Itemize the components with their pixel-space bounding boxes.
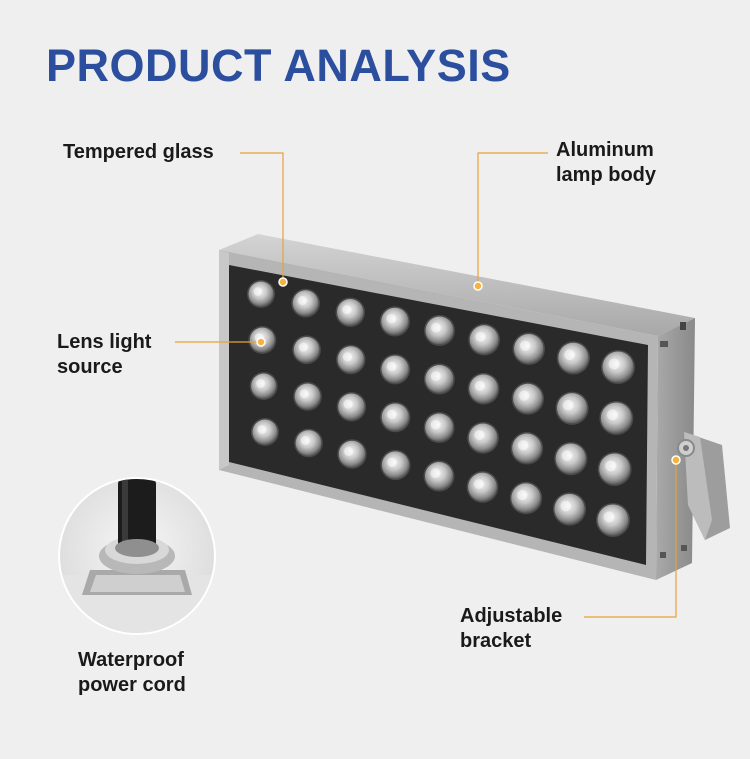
led-highlight [253, 287, 263, 296]
led-highlight [343, 399, 353, 409]
led-highlight [297, 296, 307, 306]
led-highlight [603, 511, 615, 523]
led-highlight [298, 342, 308, 352]
led-highlight [560, 500, 572, 512]
led-highlight [607, 409, 618, 421]
led-highlight [430, 419, 441, 430]
led-highlight [475, 331, 486, 342]
led-highlight [561, 450, 573, 461]
label-aluminum-lamp-body: Aluminum lamp body [556, 139, 657, 186]
led-highlight [342, 352, 353, 362]
led-highlight [431, 322, 441, 333]
led-highlight [386, 361, 397, 372]
leader-dots [256, 277, 681, 465]
page-title: PRODUCT ANALYSIS [46, 40, 511, 91]
led-highlight [256, 379, 265, 388]
led-highlight [257, 425, 267, 434]
led-highlight [473, 479, 484, 490]
led-highlight [518, 440, 529, 451]
led-highlight [387, 457, 397, 468]
led-highlight [518, 390, 530, 401]
led-highlight [300, 435, 310, 445]
led-highlight [474, 429, 485, 441]
led-highlight [474, 380, 486, 391]
label-lens-light-source: Lens light source [57, 331, 152, 378]
led-highlight [430, 468, 441, 479]
led-highlight [430, 371, 441, 382]
power-cord-detail [58, 477, 216, 635]
label-waterproof-power-cord: Waterproof power cord [78, 649, 186, 696]
led-highlight [605, 460, 617, 472]
led-highlight [563, 399, 574, 411]
led-highlight [342, 304, 352, 315]
led-highlight [387, 409, 397, 420]
led-highlight [608, 358, 620, 370]
led-highlight [519, 340, 531, 351]
bracket [677, 432, 730, 540]
label-adjustable-bracket: Adjustable bracket [460, 605, 563, 652]
led-highlight [517, 489, 528, 501]
led-highlight [344, 446, 354, 456]
leader-lines [175, 152, 677, 618]
label-tempered-glass: Tempered glass [63, 141, 214, 163]
led-highlight [386, 313, 397, 324]
led-highlight [564, 349, 575, 361]
led-highlight [299, 389, 309, 399]
led-grid [247, 280, 635, 537]
